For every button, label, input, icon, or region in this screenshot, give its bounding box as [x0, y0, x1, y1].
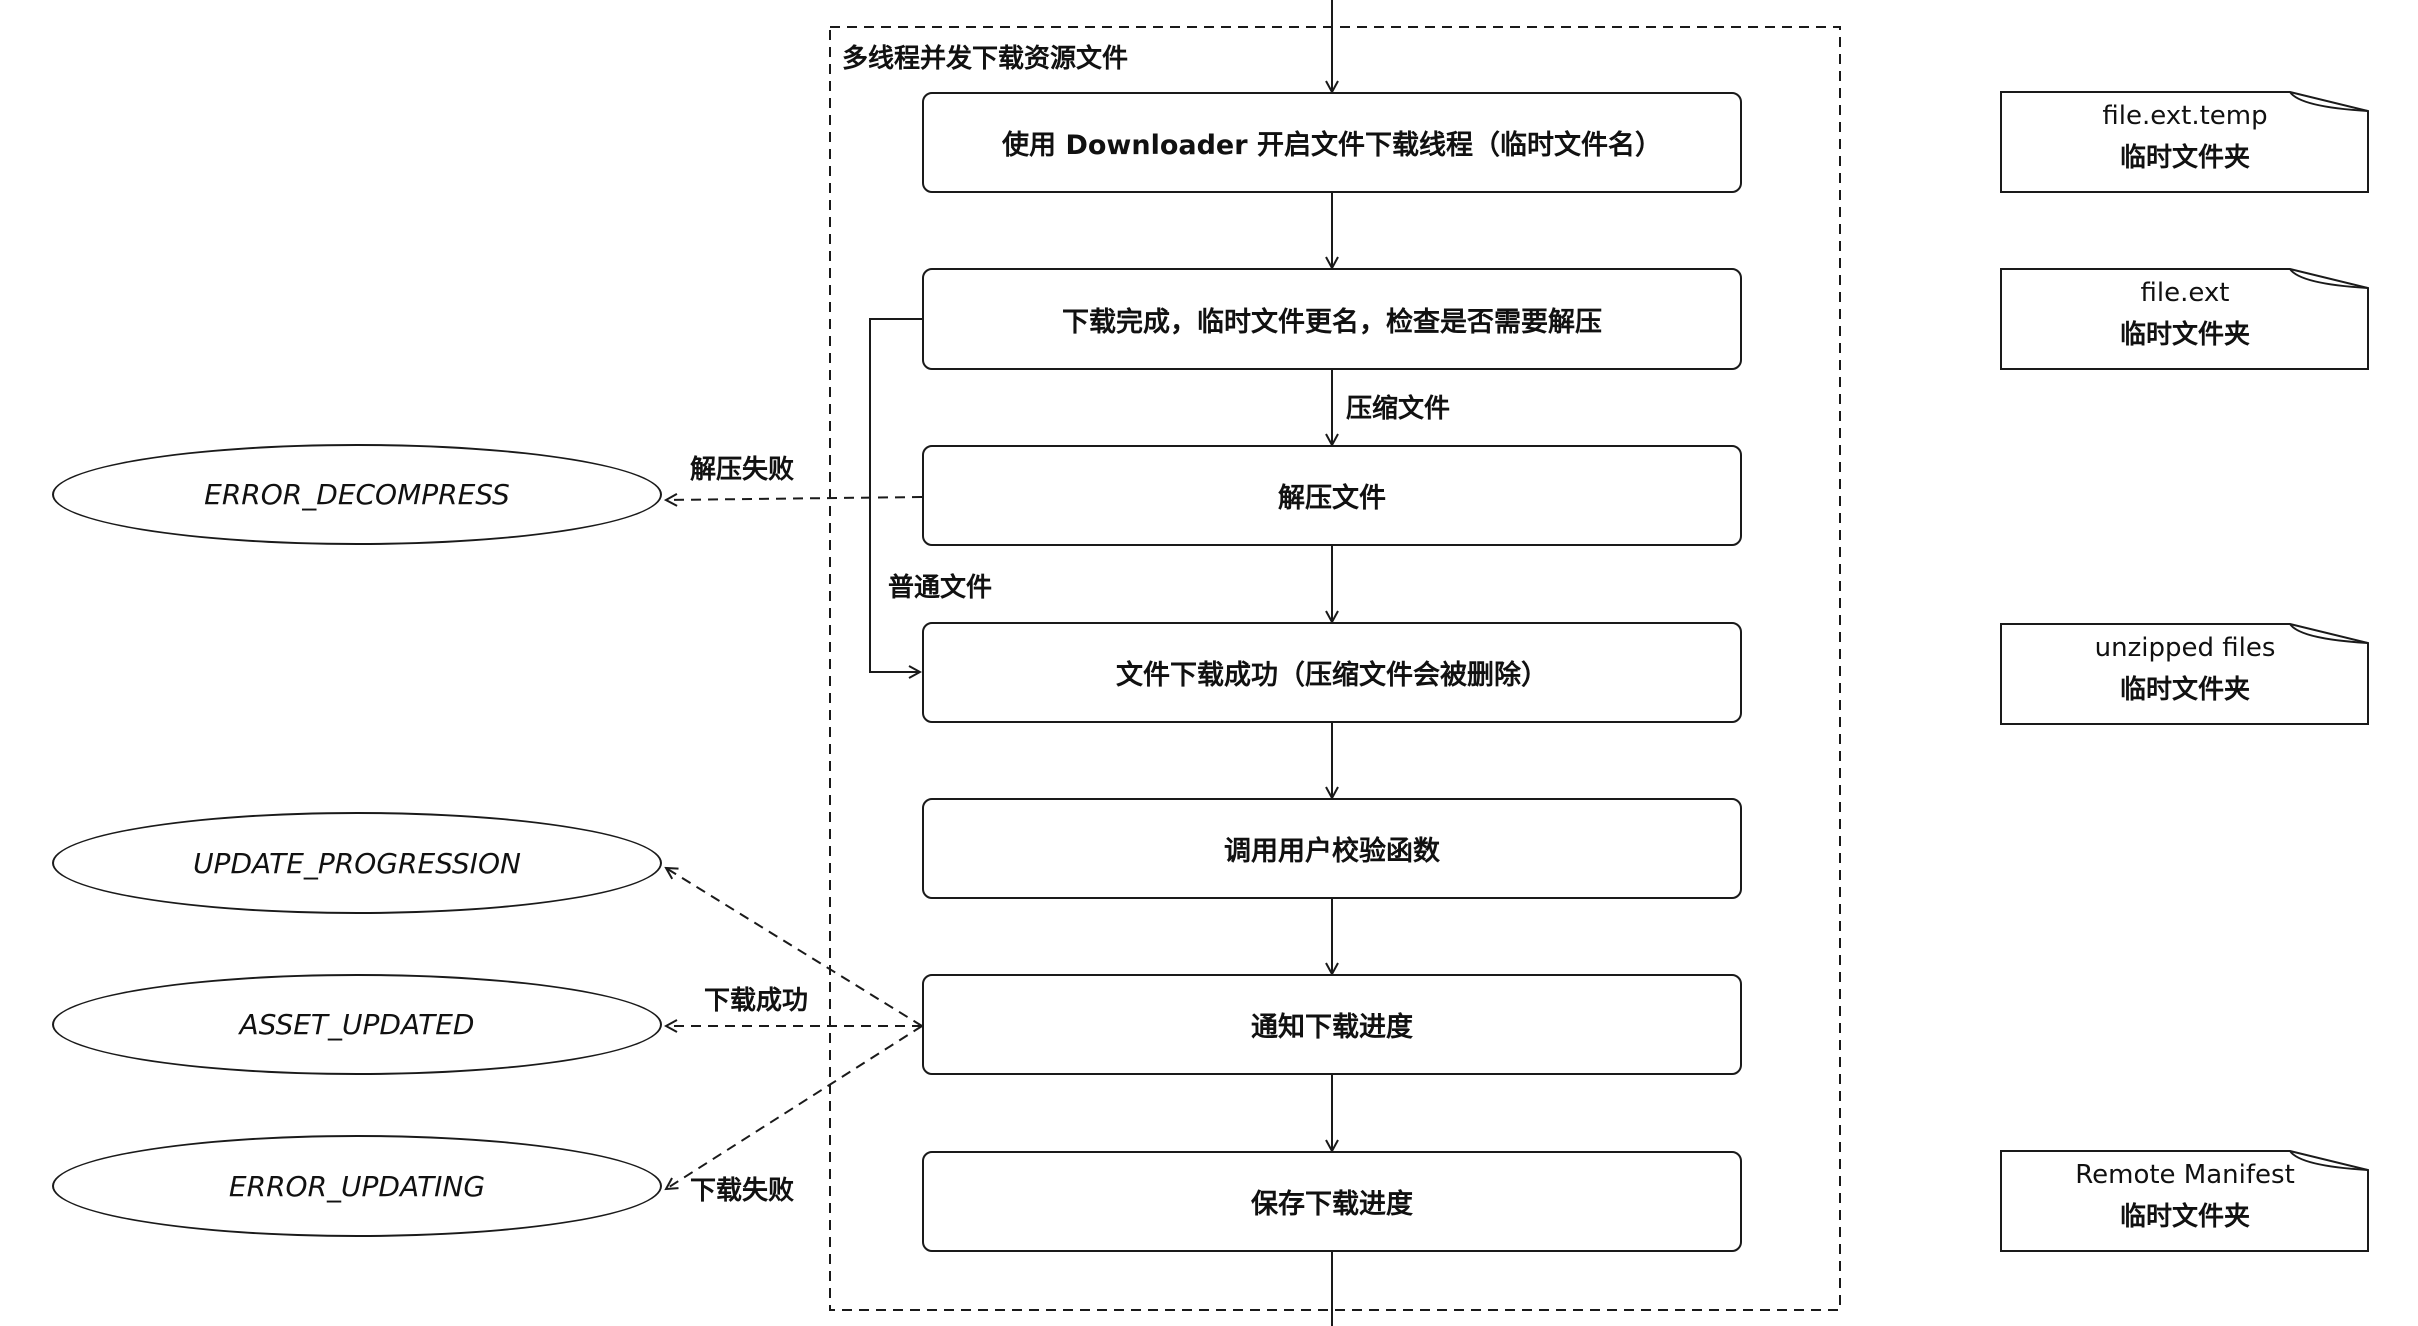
note-shape	[2000, 623, 2369, 725]
edge-label-compressed: 压缩文件	[1346, 394, 1451, 424]
note-folder-name: 临时文件夹	[2119, 675, 2250, 705]
note-shape	[2000, 91, 2369, 193]
event-error-updating: ERROR_UPDATING	[52, 1135, 662, 1237]
note-shape	[2000, 1150, 2369, 1252]
note-file-name: unzipped files	[2094, 633, 2276, 663]
step-decompress: 解压文件	[922, 445, 1742, 546]
edge-label-download-success: 下载成功	[704, 986, 809, 1016]
event-arrow-error-updating	[666, 1025, 923, 1189]
note-file-name: file.ext.temp	[2102, 101, 2268, 131]
edge-label-download-fail: 下载失败	[690, 1176, 795, 1206]
edge-label-decompress-fail: 解压失败	[690, 455, 795, 485]
event-error-decompress: ERROR_DECOMPRESS	[52, 444, 662, 545]
flow-arrow-normal-file	[869, 318, 922, 672]
note-file-name: Remote Manifest	[2075, 1160, 2295, 1190]
note-unzipped-files: unzipped files 临时文件夹	[2000, 623, 2370, 725]
note-remote-manifest: Remote Manifest 临时文件夹	[2000, 1150, 2370, 1252]
note-shape	[2000, 268, 2369, 370]
step-save-progress: 保存下载进度	[922, 1151, 1742, 1252]
group-boundary	[829, 26, 1841, 1311]
note-folder-name: 临时文件夹	[2119, 143, 2250, 173]
step-download-complete: 下载完成，临时文件更名，检查是否需要解压	[922, 268, 1742, 370]
step-start-download: 使用 Downloader 开启文件下载线程（临时文件名）	[922, 92, 1742, 193]
note-renamed-file: file.ext 临时文件夹	[2000, 268, 2370, 370]
event-asset-updated: ASSET_UPDATED	[52, 974, 662, 1075]
note-file-name: file.ext	[2140, 278, 2230, 308]
edge-label-normal: 普通文件	[888, 573, 993, 603]
group-title: 多线程并发下载资源文件	[842, 44, 1129, 74]
step-download-success: 文件下载成功（压缩文件会被删除）	[922, 622, 1742, 723]
event-update-progression: UPDATE_PROGRESSION	[52, 812, 662, 914]
note-folder-name: 临时文件夹	[2119, 1202, 2250, 1232]
step-notify-progress: 通知下载进度	[922, 974, 1742, 1075]
event-arrow-decompress-fail	[666, 497, 923, 500]
note-temp-file: file.ext.temp 临时文件夹	[2000, 91, 2370, 193]
step-user-verify: 调用用户校验函数	[922, 798, 1742, 899]
note-folder-name: 临时文件夹	[2119, 320, 2250, 350]
